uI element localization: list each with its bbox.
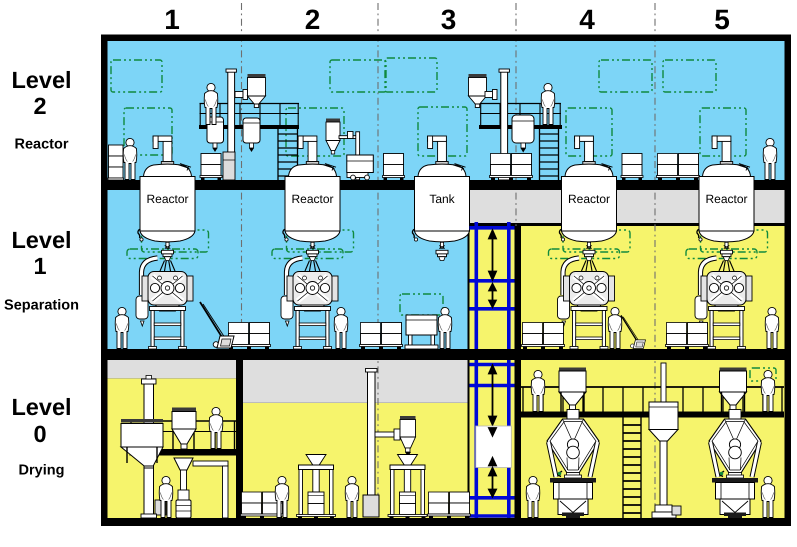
svg-text:Reactor: Reactor	[568, 192, 610, 206]
svg-text:Reactor: Reactor	[146, 192, 188, 206]
svg-text:4: 4	[579, 4, 595, 35]
svg-text:Level: Level	[11, 67, 71, 93]
svg-text:Reactor: Reactor	[705, 192, 747, 206]
svg-text:0: 0	[33, 421, 46, 447]
svg-text:Tank: Tank	[429, 192, 455, 206]
svg-text:2: 2	[33, 93, 46, 119]
svg-text:Reactor: Reactor	[15, 137, 69, 153]
svg-text:5: 5	[714, 4, 730, 35]
svg-text:Reactor: Reactor	[291, 192, 333, 206]
svg-text:Level: Level	[11, 227, 71, 253]
svg-text:Drying: Drying	[19, 463, 65, 479]
svg-text:Separation: Separation	[4, 298, 79, 314]
svg-text:Level: Level	[11, 394, 71, 420]
svg-text:3: 3	[441, 4, 457, 35]
svg-text:1: 1	[164, 4, 180, 35]
svg-text:2: 2	[305, 4, 321, 35]
svg-text:1: 1	[33, 253, 46, 279]
